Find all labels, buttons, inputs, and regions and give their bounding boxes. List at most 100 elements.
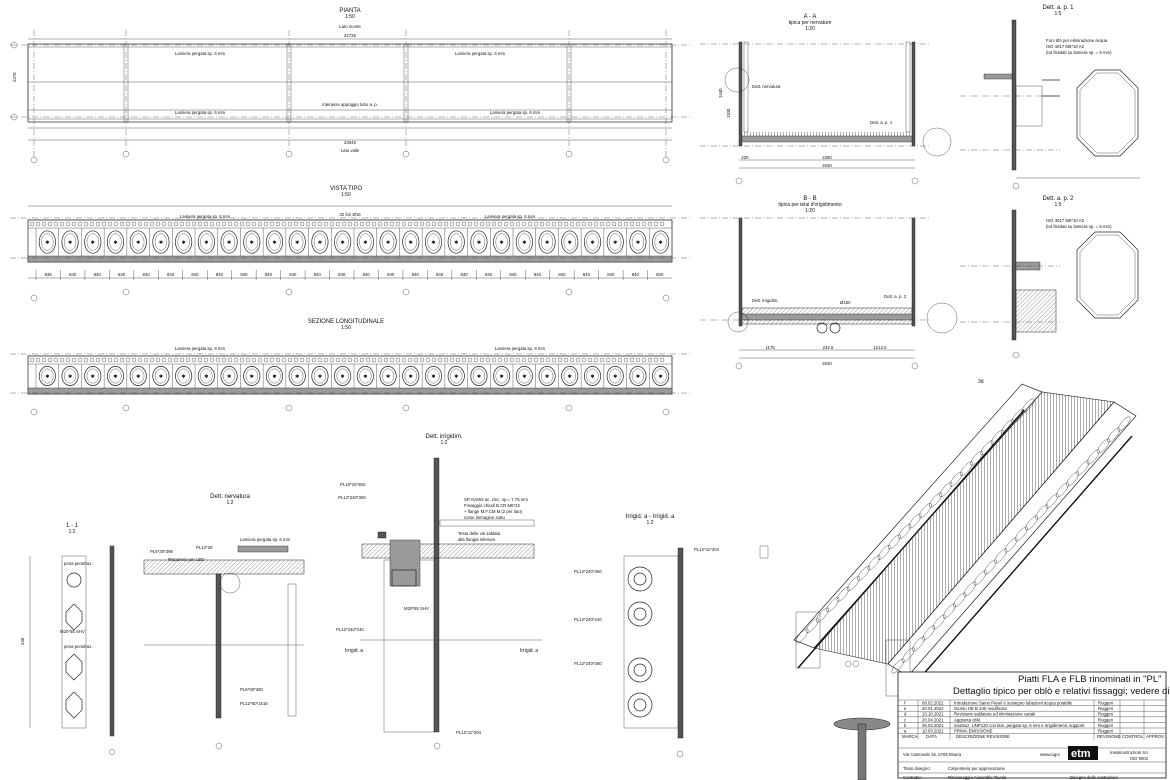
opening-oval [583, 366, 602, 386]
svg-text:240: 240 [20, 637, 25, 645]
long-lamiera-2: Lamiera pergata sp. 6 mm [495, 346, 546, 351]
typical-scale: 1:50 [341, 192, 351, 198]
tb-logo: etm [1071, 748, 1091, 760]
ia-label-3: PL12*240*240 [574, 617, 602, 622]
tb-iso: ISO 9001 [1130, 756, 1149, 761]
bb-dim-2640: 2640 [822, 361, 832, 366]
rev-desc: Giunto HE B 240 modificato [954, 706, 1008, 711]
tb-row2-value: Rimessaggio Assemblo Tavolo [948, 775, 1007, 780]
rev-date: 20.01.2022 [922, 706, 944, 711]
opening-oval [538, 230, 556, 254]
plan-scale: 1:50 [345, 14, 355, 20]
rev-date: 13.10.2021 [922, 712, 944, 717]
rib-label-5: PL6*60*360 [240, 687, 264, 692]
opening-oval [424, 230, 443, 254]
svg-text:✱: ✱ [659, 374, 663, 380]
rev-date: 20.04.2021 [922, 717, 944, 722]
svg-text:✱: ✱ [613, 240, 617, 246]
stiff-label-12: Irrigid. a [520, 648, 538, 654]
tb-web: www.togni [1040, 752, 1060, 757]
tb-address: Via Cantonale 16, 6705 Bivera [903, 752, 962, 757]
bb-dett-irr: Dett. irrigidim. [752, 298, 779, 303]
tb-row1-value: Carpenteria per approvazione [948, 766, 1005, 771]
opening-oval [515, 230, 533, 254]
bb-subtitle: tipica per telai d'irrigidimento [778, 202, 841, 208]
stiff-label-6: come immagine sotto [464, 515, 505, 520]
spacing-dim: 840 [314, 272, 322, 277]
stiff-scale: 1:2 [441, 440, 448, 446]
opening-oval [447, 230, 465, 254]
opening-oval [129, 366, 147, 386]
opening-oval [311, 366, 329, 386]
opening-oval [652, 366, 670, 386]
stiff-title: Dett. irrigidim. [425, 434, 462, 440]
stiff-label-3: SP AVS63 ac. zinc. sp.= 7.75 mm [464, 497, 528, 502]
detail-ap2: Dett. a. p. 2 1:5 ISO 4017 M6*10 A2 (tot… [960, 196, 1139, 359]
svg-text:✱: ✱ [431, 240, 435, 246]
spacing-dim: 840 [167, 272, 175, 277]
svg-text:✱: ✱ [545, 374, 549, 380]
spacing-dim: 840 [265, 272, 273, 277]
opening-oval [470, 230, 488, 254]
plan-lamiera-4: Lamiera pergata sp. 6 mm [490, 110, 541, 115]
ap1-note1: Foro Ø4 per eliminazione acqua [1046, 38, 1108, 43]
spacing-dim: 840 [534, 272, 542, 277]
plan-side-bottom: Lato valle [341, 148, 360, 153]
ap1-title: Dett. a. p. 1 [1042, 5, 1074, 11]
long-scale: 1:50 [341, 325, 351, 331]
svg-text:✱: ✱ [182, 374, 186, 380]
stiff-label-2: PL12*240*360 [338, 495, 366, 500]
rib-scale: 1:2 [227, 500, 234, 506]
spacing-dim: 840 [94, 272, 102, 277]
spacing-dim: 840 [632, 272, 640, 277]
svg-text:✱: ✱ [295, 374, 299, 380]
s11-label-1: pena penetraz. [64, 561, 93, 566]
svg-text:✱: ✱ [159, 240, 163, 246]
typical-lamiera-1: Lamiera pergata sp. 6 mm [180, 214, 231, 219]
stiff-label-7: Testa delle viti saldata [458, 531, 501, 536]
rev-by: Ruggeri [1098, 706, 1113, 711]
rev-header: MARCA [902, 734, 918, 739]
aa-dett-ap: Dett. a. p. 1 [870, 120, 893, 125]
svg-text:✱: ✱ [227, 374, 231, 380]
ap2-note2: (tot fissitati su lamiera sp. = 5 mm) [1046, 224, 1112, 229]
tb-row1-label: Titolo disegno: [903, 766, 931, 771]
rev-date: 10.03.2021 [922, 729, 944, 734]
aa-scale: 1:20 [805, 26, 815, 32]
tb-row2-right: Disegno delle costruzioni [1070, 775, 1118, 780]
opening-oval [38, 230, 56, 254]
section-1-1: 1 - 1 1:2 pena penetraz. M20*55 SHV pena… [20, 523, 116, 756]
rib-label-3: Risparmio per LED [168, 557, 204, 562]
rev-header: CONTROL. [1122, 734, 1144, 739]
opening-oval [652, 230, 670, 254]
svg-text:✱: ✱ [590, 240, 594, 246]
rev-by: Ruggeri [1098, 717, 1113, 722]
rev-by: Ruggeri [1098, 712, 1113, 717]
svg-text:✱: ✱ [454, 240, 458, 246]
svg-text:✱: ✱ [386, 240, 390, 246]
svg-text:✱: ✱ [204, 240, 208, 246]
ap2-scale: 1:5 [1055, 202, 1062, 208]
svg-text:✱: ✱ [272, 240, 276, 246]
aa-title: A - A [804, 14, 817, 20]
svg-text:✱: ✱ [159, 374, 163, 380]
s11-label-2: M20*55 SHV [60, 629, 85, 634]
svg-text:✱: ✱ [477, 240, 481, 246]
opening-oval [61, 230, 79, 254]
bb-title: B - B [803, 196, 816, 202]
svg-text:✱: ✱ [91, 240, 95, 246]
ia-label-4: PL12*240*360 [574, 661, 602, 666]
longitudinal-section: SEZIONE LONGITUDINALE 1:50 Lamiera perga… [10, 319, 690, 416]
detail-rib: Dett. nervatura 1:2 PL6*30*396 PL12*20 R… [143, 494, 305, 750]
ia-label-1: PL12*11*204 [694, 547, 720, 552]
opening-oval [561, 366, 579, 386]
svg-text:✱: ✱ [68, 374, 72, 380]
svg-text:✱: ✱ [136, 240, 140, 246]
opening-oval [61, 366, 79, 386]
opening-oval [106, 366, 125, 386]
rev-mark: e [904, 706, 907, 711]
stiff-label-5: + flange M.F.CM M.(2 per lato) [464, 509, 523, 514]
section-bb: B - B tipica per telai d'irrigidimento 1… [700, 196, 958, 370]
